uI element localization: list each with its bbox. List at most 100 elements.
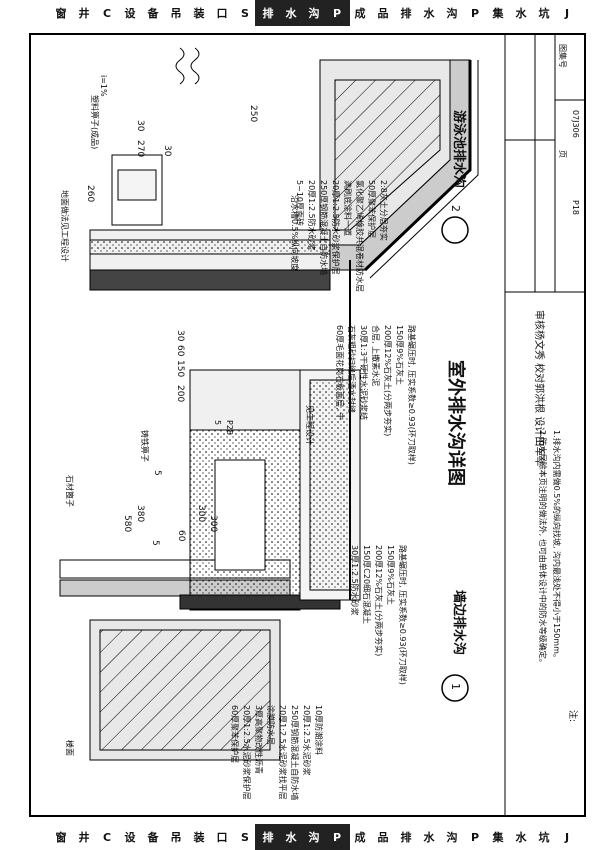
label-stone-grate: 石材篦子 [65,475,74,507]
pool-layer-label: 氯化聚乙烯橡胶共混卷材防水层 [355,180,364,292]
wall-layer-label: 3厚高聚物改性沥青 [254,705,263,775]
label-see-design: 见工程设计 [305,405,314,445]
top-tab: 沟 [446,7,458,20]
wall-layer-label: 20厚1:2.5水泥砂浆找平层 [278,705,287,800]
floor-layer-label: 路基碾压时, 压实系数≥0.93(环刀取样) [398,545,407,685]
dimension-label: 30 [162,145,172,157]
paving-layer-label: 30厚1:3干硬性水泥砂浆结 [359,325,368,421]
dimension-label: 60 [175,345,185,357]
section1-badge [441,674,469,702]
pool-layer-label: 20厚1:2.5防水砂浆保护层 [331,180,340,275]
paving-layer-label: 60厚毛面花岗石板面层, 干 [335,325,344,421]
pool-drain-section [89,47,479,291]
wall-layer-label: 涂膜防水层 [266,705,275,745]
dimension-label: 5 [150,540,160,546]
wall-layer-label: 20厚1:2.5水泥砂浆 [302,705,311,776]
pool-layer-label: 2:8灰土分层夯实 [379,180,388,241]
dimension-label: 260 [85,185,95,203]
label-finish-note: 地面做法见工程设计 [60,190,69,262]
bottom-tab: 排 [400,831,412,844]
notes-label: 注: [567,710,577,723]
bottom-tab: 坑 [538,831,550,844]
section1-number: 1 [449,683,462,690]
bottom-tab: 沟 [446,831,458,844]
bottom-tab: 沟 [301,824,327,850]
top-tab: 水 [278,0,304,26]
floor-layer-label: 150厚9%石灰土 [386,545,395,605]
top-tab: C [102,6,112,20]
label-gutter-slope: 沿水槽0.5%纵向坡度 [290,195,299,272]
floor-layer-label: 200厚12%石灰土(分两步夯实) [374,545,383,657]
note-1: 1.排水沟内需做0.5%的纵向找坡, 沟内最浅处不得小于150mm。 [552,430,561,662]
wall-layer-label: 60厚聚苯保护层 [230,705,239,764]
page-label: 页 [558,150,567,158]
top-tab: 口 [216,7,228,20]
atlas-number: 07J306 [571,110,580,138]
bottom-tab: C [102,830,112,844]
bottom-tab: 集 [492,831,504,844]
pool-layer-label: 满刷底涂料一道 [343,180,352,236]
paving-layer-label: 合层, 上撒素水泥 [371,325,380,387]
wall-layer-label: 10厚防潮涂料 [314,705,323,756]
top-tab: 设 [124,7,136,20]
drawing-frame [29,33,586,817]
bottom-tab: 水 [278,824,304,850]
dimension-label: 150 [175,360,185,378]
bottom-tab: 水 [423,831,435,844]
top-tab: 坑 [538,7,550,20]
bottom-tab: 品 [377,831,389,844]
floor-layer-label: 150厚C20细石混凝土 [362,545,371,625]
top-tab: 备 [147,7,159,20]
top-tab: 集 [492,7,504,20]
pool-layer-label: 20厚1:2.5防水砂浆 [307,180,316,251]
label-plastic-grate: 塑料箅子(成品) [90,95,99,150]
wall-drain-section [59,260,361,761]
bottom-tab: 设 [124,831,136,844]
dimension-label: 300 [196,505,206,523]
dimension-label: 200 [175,385,185,403]
bottom-tab: 吊 [170,831,182,844]
section1-title: 墙边排水沟 [451,590,466,656]
top-tab: 井 [78,7,90,20]
label-ref-page: P28 [225,420,234,436]
bottom-tab: 井 [78,831,90,844]
pool-layer-label: 50厚聚苯保护层 [367,180,376,239]
paving-layer-label: 150厚9%石灰土 [395,325,404,385]
wall-layer-label: 250厚钢筋混凝土自防水墙 [290,705,299,801]
dimension-label: 380 [135,505,145,523]
label-slope: i=1% [99,75,108,97]
bottom-tab: 排 [255,824,281,850]
pool-layer-label: 250厚钢筋混凝土自防水墙 [319,180,328,276]
atlas-label: 图集号 [558,44,567,68]
bottom-tab: J [564,830,570,844]
dimension-label: 250 [248,105,258,123]
bottom-tab: 备 [147,831,159,844]
top-tab: 窗 [55,7,67,20]
section2-badge [441,216,469,244]
label-ref: 5 [213,420,222,426]
label-ground: 楼面 [65,740,74,756]
dimension-label: 300 [208,515,218,533]
bottom-tab: S [241,830,249,844]
dimension-label: 5 [152,470,162,476]
top-tab: 装 [193,7,205,20]
wall-layer-label: 20厚1:2.5水泥砂浆保护层 [242,705,251,800]
bottom-tab: 装 [193,831,205,844]
bottom-tab: 水 [515,831,527,844]
top-tab: 水 [423,7,435,20]
page-number: P18 [571,200,580,216]
bottom-tab: P [470,830,480,844]
top-tab: 水 [515,7,527,20]
note-2: 2.防水层除本页注明的做法外, 也可由单体设计中的防水等级确定。 [538,430,547,667]
dimension-label: 580 [122,515,132,533]
bottom-tab: 成 [354,831,366,844]
section2-title: 游泳池排水沟 [451,110,466,189]
paving-layer-label: 路基碾压时, 压实系数≥0.93(环刀取样) [407,325,416,465]
dimension-label: 30 [175,330,185,342]
top-tab: 沟 [301,0,327,26]
top-tab: 排 [255,0,281,26]
floor-layer-label: 30厚1:2.5防水砂浆 [350,545,359,616]
dimension-label: 270 [135,140,145,158]
